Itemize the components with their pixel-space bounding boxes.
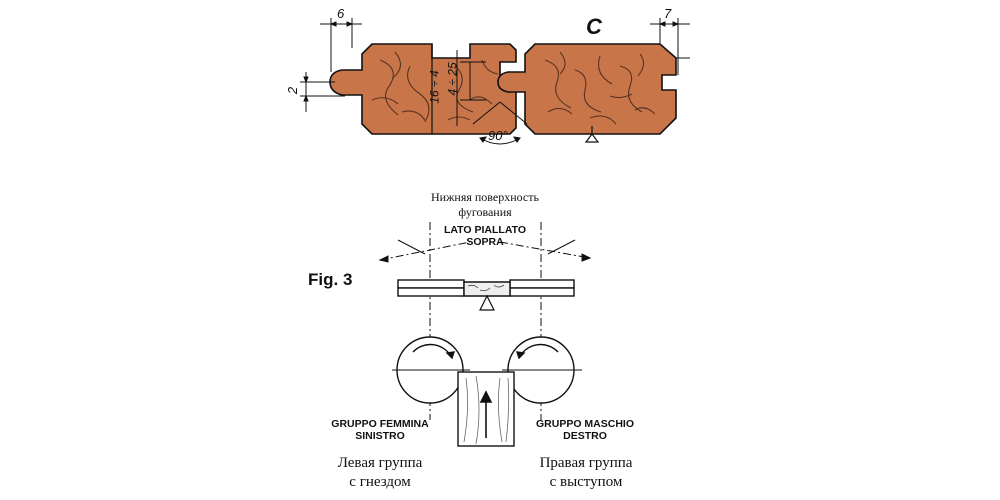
ru-top-caption: Нижняя поверхность фугования: [400, 190, 570, 220]
left-board: [329, 43, 517, 135]
tilt-lines: [378, 239, 592, 263]
dimension-7: [650, 18, 690, 75]
it-left-caption: GRUPPO FEMMINA SINISTRO: [320, 418, 440, 442]
support-marker: [584, 133, 600, 143]
it-right-caption: GRUPPO MASCHIO DESTRO: [520, 418, 650, 442]
wood-grain-left: [371, 51, 499, 123]
right-board: [497, 43, 677, 135]
angle-90: [472, 101, 528, 145]
dimension-2: [300, 72, 345, 112]
workpiece-strip: [397, 279, 575, 297]
ru-right-line1: Правая группа: [539, 455, 633, 471]
workpiece-grain: [467, 284, 505, 292]
dimension-2-label: 2: [285, 86, 301, 95]
it-right-line1: GRUPPO MASCHIO: [535, 418, 634, 430]
it-right-line2: DESTRO: [563, 430, 607, 442]
ru-left-line2: с гнездом: [349, 474, 411, 490]
cutter-left: [392, 336, 470, 404]
dimension-6: [320, 18, 362, 72]
ru-top-line2: фугования: [458, 205, 512, 219]
it-top-line2: SOPRA: [466, 236, 504, 248]
it-left-line1: GRUPPO FEMMINA: [331, 418, 429, 430]
it-top-caption: LATO PIALLATO SOPRA: [420, 224, 550, 248]
ru-right-line2: с выступом: [549, 474, 623, 490]
dimension-7-label: 7: [664, 6, 672, 21]
ru-left-line1: Левая группа: [337, 455, 423, 471]
it-top-line1: LATO PIALLATO: [443, 224, 527, 236]
figure-label: Fig. 3: [308, 270, 353, 289]
feed-board-grain: [463, 375, 510, 445]
angle-label: 90°: [488, 128, 508, 143]
dimension-vertical: [456, 50, 486, 126]
it-left-line2: SINISTRO: [355, 430, 405, 442]
dimension-vertical-b-label: 4 ÷ 25: [445, 62, 460, 96]
cutter-right: [502, 336, 582, 404]
fig3-support-marker: [479, 294, 495, 311]
dimension-6-label: 6: [337, 6, 345, 21]
ru-top-line1: Нижняя поверхность: [431, 190, 539, 204]
profile-letter-c: C: [586, 14, 602, 39]
ru-left-caption: Левая группа с гнездом: [320, 454, 440, 492]
ru-right-caption: Правая группа с выступом: [516, 454, 656, 492]
feed-arrow-icon: [479, 390, 493, 438]
dimension-vertical-a-label: 16 ÷ 4: [427, 70, 442, 104]
wood-grain-right: [544, 51, 656, 125]
